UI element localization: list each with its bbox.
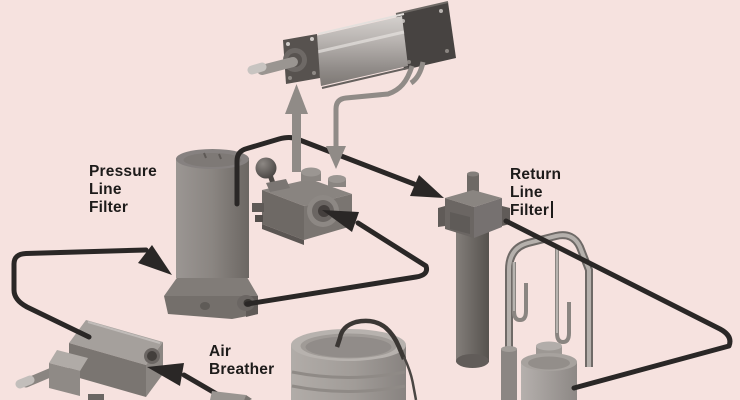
label-line: Pressure — [89, 163, 157, 180]
strainer-pot — [521, 341, 577, 400]
arrow-down-into-valve — [326, 146, 346, 169]
pipe-sleeve — [501, 346, 517, 400]
label-line: Air — [209, 343, 232, 360]
hose-pump-to-pressure-filter — [11, 247, 149, 340]
oil-drum — [291, 318, 418, 400]
piston-rod — [257, 57, 298, 75]
arrow-into-pressure-filter — [138, 245, 172, 275]
pressure-line-filter — [164, 149, 258, 319]
flow-arrowheads — [138, 175, 444, 386]
arrow-into-valve — [322, 210, 359, 232]
hydraulic-pump — [15, 320, 163, 400]
air-breather-unit — [210, 391, 252, 400]
arrow-into-return-filter — [410, 175, 444, 198]
hose-pressure-filter-to-valve — [244, 220, 429, 307]
air-breather-label: Air Breather — [209, 343, 274, 379]
label-line: Filter — [89, 199, 129, 216]
label-line: Line — [510, 184, 543, 201]
label-line: Line — [89, 181, 122, 198]
return-line-filter-label: Return Line Filter — [510, 166, 561, 220]
gooseneck-pipe — [507, 233, 591, 400]
arrow-up-to-cylinder — [285, 84, 308, 114]
text-caret — [551, 201, 553, 218]
hydraulic-cylinder — [247, 1, 456, 89]
tube-cylinder-to-valve — [333, 65, 415, 147]
hook-wire-right — [555, 245, 571, 345]
directional-control-valve — [252, 167, 352, 245]
cylinder-flow-arrows — [285, 61, 426, 172]
arrow-into-pump — [147, 363, 184, 386]
hose-return-filter-to-tank — [503, 218, 733, 391]
pressure-line-filter-label: Pressure Line Filter — [89, 163, 157, 217]
lever-knob — [255, 157, 277, 179]
pump-inlet-port — [147, 351, 157, 361]
label-line: Breather — [209, 361, 275, 378]
hook-wire-left — [512, 262, 528, 323]
label-line: Return — [510, 166, 562, 183]
drum-hose — [334, 318, 407, 360]
label-line: Filter — [510, 202, 550, 219]
suction-pipe-assembly — [501, 231, 593, 400]
